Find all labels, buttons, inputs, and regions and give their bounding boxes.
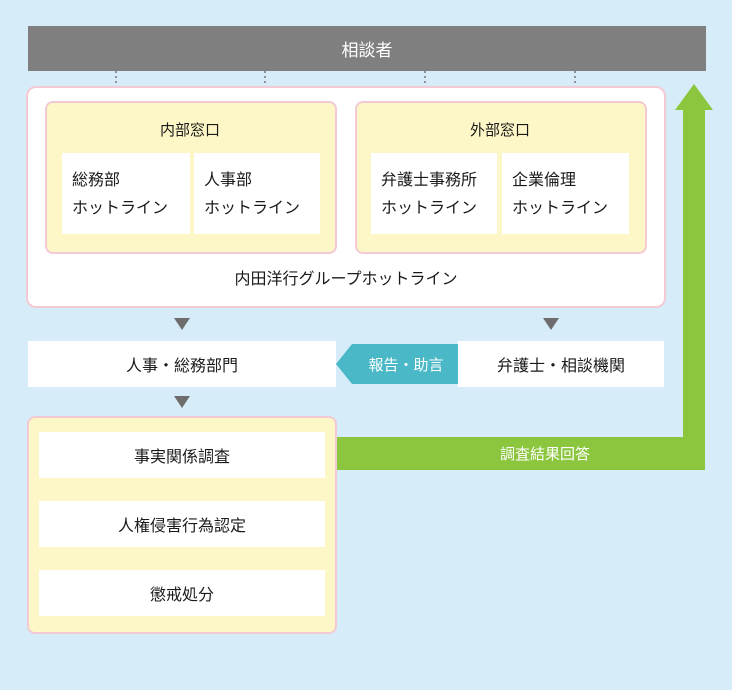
step-disciplinary-action: 懲戒処分 bbox=[39, 570, 325, 616]
general-affairs-hotline-label: ホットライン bbox=[72, 197, 169, 217]
step-fact-investigation: 事実関係調査 bbox=[39, 432, 325, 478]
external-window-title: 外部窓口 bbox=[469, 120, 530, 139]
ethics-label: 企業倫理 bbox=[512, 170, 577, 190]
law-firm-hotline-label: ホットライン bbox=[381, 197, 478, 217]
feedback-label: 調査結果回答 bbox=[499, 445, 590, 463]
general-affairs-hotline-box: 総務部 ホットライン bbox=[62, 153, 190, 234]
hr-general-affairs-dept: 人事・総務部門 bbox=[28, 341, 336, 387]
report-advice-arrow bbox=[336, 344, 458, 384]
hr-hotline-box: 人事部 ホットライン bbox=[194, 153, 320, 234]
internal-window-title: 内部窓口 bbox=[159, 120, 220, 139]
report-advice-label: 報告・助言 bbox=[368, 355, 444, 374]
law-firm-label: 弁護士事務所 bbox=[381, 170, 478, 190]
consultant-bar: 相談者 bbox=[28, 26, 706, 71]
lawyer-consultation-org: 弁護士・相談機関 bbox=[458, 341, 664, 387]
hr-label: 人事部 bbox=[204, 170, 253, 190]
hr-hotline-label: ホットライン bbox=[204, 197, 301, 217]
group-hotline-label: 内田洋行グループホットライン bbox=[234, 269, 458, 288]
ethics-hotline-box: 企業倫理 ホットライン bbox=[502, 153, 629, 234]
ethics-hotline-label: ホットライン bbox=[512, 197, 609, 217]
general-affairs-label: 総務部 bbox=[72, 170, 121, 190]
step-violation-determination: 人権侵害行為認定 bbox=[39, 501, 325, 547]
law-firm-hotline-box: 弁護士事務所 ホットライン bbox=[371, 153, 497, 234]
